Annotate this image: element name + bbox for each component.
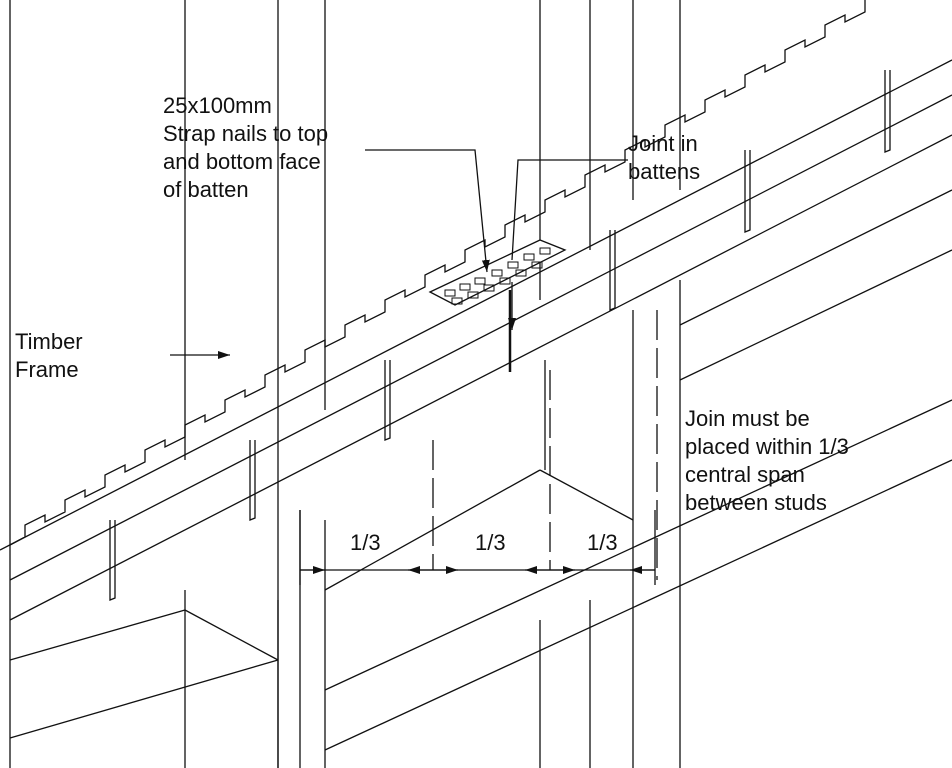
frame-label-line: Timber bbox=[15, 329, 83, 354]
join-rule-label-line: placed within 1/3 bbox=[685, 434, 849, 459]
strap-label-line: 25x100mm bbox=[163, 93, 272, 118]
join-rule-label-line: Join must be bbox=[685, 406, 810, 431]
batten-segments bbox=[109, 70, 891, 601]
strap-label-line: of batten bbox=[163, 177, 249, 202]
dimension-label-3: 1/3 bbox=[587, 530, 618, 555]
join-rule-label-line: central span bbox=[685, 462, 805, 487]
join-rule-label: Join must be placed within 1/3 central s… bbox=[685, 405, 849, 517]
batten-strap bbox=[428, 239, 567, 306]
leader-lines bbox=[170, 149, 628, 359]
joint-label-line: battens bbox=[628, 159, 701, 184]
dimension-label-1: 1/3 bbox=[350, 530, 381, 555]
batten-serrated-edge bbox=[0, 0, 952, 551]
join-rule-label-line: between studs bbox=[685, 490, 827, 515]
dimension-line bbox=[299, 510, 656, 585]
dimension-label-2: 1/3 bbox=[475, 530, 506, 555]
strap-label-line: Strap nails to top bbox=[163, 121, 329, 146]
frame-studs bbox=[9, 0, 681, 768]
strap-label-line: and bottom face bbox=[163, 149, 321, 174]
strap-label: 25x100mm Strap nails to top and bottom f… bbox=[163, 92, 328, 204]
joint-label-line: Joint in bbox=[628, 131, 698, 156]
centre-lines bbox=[432, 310, 658, 580]
batten-front-face bbox=[9, 94, 952, 621]
frame-label: Timber Frame bbox=[15, 328, 83, 384]
frame-label-line: Frame bbox=[15, 357, 79, 382]
joint-label: Joint in battens bbox=[628, 130, 700, 186]
frame-rails bbox=[9, 189, 952, 768]
